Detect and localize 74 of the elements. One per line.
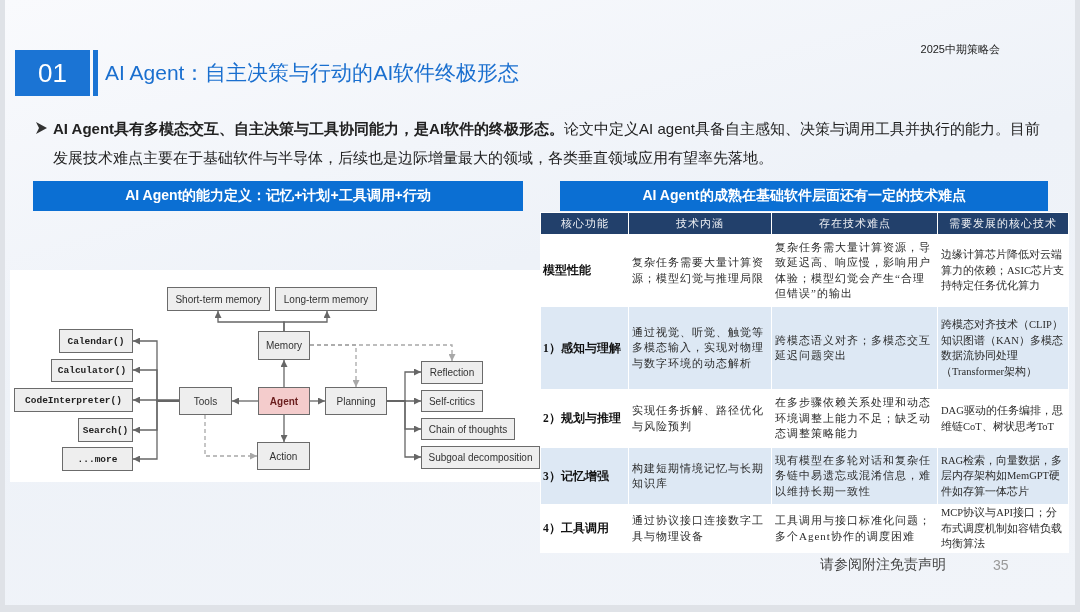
table-text: 构建短期情境记忆与长期知识库 [628, 447, 772, 505]
process-box [59, 329, 133, 353]
table-text: 实现任务拆解、路径优化与风险预判 [628, 389, 772, 448]
column-header: 核心功能 [540, 212, 629, 235]
panel-heading: AI Agent的能力定义：记忆+计划+工具调用+行动 [33, 181, 523, 211]
node-label: Planning [336, 395, 376, 407]
table-text: 通过协议接口连接数字工具与物理设备 [628, 504, 772, 553]
node-label: Chain of thoughts [428, 423, 508, 435]
process-box [258, 387, 310, 415]
node-label: Long-term memory [283, 293, 369, 305]
process-box [325, 387, 387, 415]
node-label: CodeInterpreter() [25, 394, 122, 406]
process-box [51, 359, 133, 382]
event-name: 2025中期策略会 [920, 42, 1000, 57]
arrow [280, 359, 288, 388]
process-box [257, 442, 310, 470]
process-box [78, 418, 133, 442]
node-label: Memory [265, 340, 303, 351]
table-text: 复杂任务需大量计算资源，导致延迟高、响应慢，影响用户体验；模型幻觉会产生“合理但错误”的输出 [771, 234, 938, 307]
node-label: Reflection [429, 367, 475, 378]
table-text: MCP协议与API接口；分布式调度机制如容错负载均衡算法 [937, 504, 1069, 553]
node-label: Subgoal decomposition [428, 452, 533, 463]
table-text: 在多步骤依赖关系处理和动态环境调整上能力不足；缺乏动态调整策略能力 [771, 389, 938, 448]
row-header: 模型性能 [540, 234, 629, 307]
bullet-text: AI Agent具有多模态交互、自主决策与工具协同能力，是AI软件的终极形态。论文中定义AI agent具备自主感知、决策与调用工具并执行的能力。目前发展技术难点主要在于基础软件与半导体，后续也是边际增量最大的领域，各类垂直领域应用有望率先落地。 [53, 119, 1041, 168]
table-text: 现有模型在多轮对话和复杂任务链中易遗忘或混淆信息，难以维持长期一致性 [771, 447, 938, 505]
node-label: ...more [77, 453, 118, 465]
arrow [386, 400, 422, 461]
process-box [258, 331, 310, 360]
row-header: 2）规划与推理 [540, 389, 629, 448]
process-box [167, 287, 270, 311]
panel-heading: AI Agent的成熟在基础软件层面还有一定的技术难点 [560, 181, 1048, 211]
column-header: 需要发展的核心技术 [937, 212, 1069, 235]
table-text: DAG驱动的任务编排，思维链CoT、树状思考ToT [937, 389, 1069, 448]
row-header: 4）工具调用 [540, 504, 629, 553]
node-label: Agent [269, 395, 299, 407]
process-box [421, 418, 515, 440]
process-box [62, 447, 133, 471]
node-label: Search() [82, 424, 129, 436]
section-number: 01 [15, 50, 90, 96]
dashed-arrow [204, 414, 258, 460]
process-box [421, 361, 483, 384]
arrow [231, 397, 259, 405]
arrow [283, 310, 331, 332]
table-text: 跨模态对齐技术（CLIP）知识图谱（KAN）多模态数据流协同处理（Transformer架构） [937, 306, 1069, 390]
disclaimer-note: 请参阅附注免责声明 [820, 556, 946, 574]
table-text: 边缘计算芯片降低对云端算力的依赖；ASIC芯片支持特定任务优化算力 [937, 234, 1069, 307]
row-header: 3）记忆增强 [540, 447, 629, 505]
process-box [421, 390, 483, 412]
node-label: Self-critics [428, 395, 476, 407]
arrow [132, 396, 180, 404]
process-box [179, 387, 232, 415]
table-text: 复杂任务需要大量计算资源；模型幻觉与推理局限 [628, 234, 772, 307]
table-text: 跨模态语义对齐；多模态交互延迟问题突出 [771, 306, 938, 390]
row-header: 1）感知与理解 [540, 306, 629, 390]
node-label: Action [269, 450, 298, 462]
process-box [14, 388, 133, 412]
process-box [275, 287, 377, 311]
arrow [309, 397, 326, 405]
arrow [280, 414, 288, 443]
column-header: 技术内涵 [628, 212, 772, 235]
page-number: 35 [993, 557, 1009, 573]
arrow [132, 400, 180, 463]
slide-title: AI Agent：自主决策与行动的AI软件终极形态 [105, 60, 520, 86]
node-label: Calculator() [57, 365, 127, 376]
node-label: Short-term memory [175, 293, 262, 305]
node-label: Tools [193, 395, 218, 407]
dashed-arrow [309, 344, 456, 362]
column-header: 存在技术难点 [771, 212, 938, 235]
table-text: RAG检索，向量数据，多层内存架构如MemGPT硬件如存算一体芯片 [937, 447, 1069, 505]
table-text: 通过视觉、听觉、触觉等多模态输入，实现对物理与数字环境的动态解析 [628, 306, 772, 390]
node-label: Calendar() [67, 335, 125, 347]
table-text: 工具调用与接口标准化问题；多个Agent协作的调度困难 [771, 504, 938, 553]
process-box [421, 446, 540, 469]
